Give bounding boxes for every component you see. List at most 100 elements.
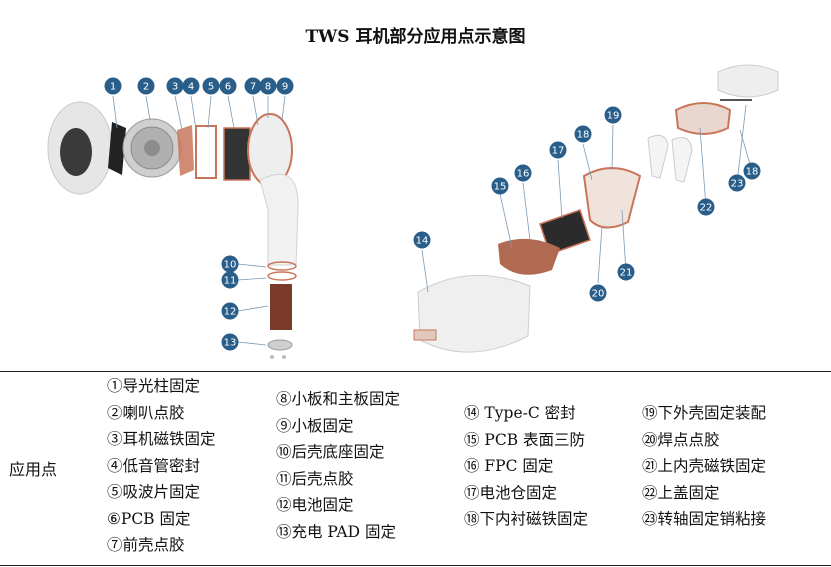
right-callouts: 14 15 16 17 18 19 18 20 21 22 23: [413, 106, 761, 302]
callout-badge: [104, 77, 122, 95]
earbud-exploded-view: [47, 101, 299, 359]
callout-number: 5: [208, 82, 214, 93]
case-pcb: [498, 238, 560, 275]
callout-badge: [276, 77, 294, 95]
callout-number: 20: [592, 289, 605, 300]
callout-number: 23: [731, 179, 744, 190]
application-point: ②喇叭点胶: [107, 403, 185, 422]
callout-number: 14: [416, 236, 429, 247]
application-point: ⑮ PCB 表面三防: [464, 430, 586, 449]
charging-pad: [267, 339, 293, 351]
callout-number: 18: [746, 167, 759, 178]
callout-number: 7: [250, 82, 256, 93]
callout-badge: [743, 162, 761, 180]
callout-badge: [221, 255, 239, 273]
absorber-part: [195, 125, 217, 179]
magnet-part: [177, 125, 194, 176]
application-point: ①导光柱固定: [107, 377, 201, 395]
callout-badge: [617, 263, 635, 281]
callout-badge: [166, 77, 184, 95]
application-point: ㉑上内壳磁铁固定: [642, 457, 767, 475]
callout-badge: [697, 198, 715, 216]
callout-badge: [244, 77, 262, 95]
application-point: ㉒上盖固定: [642, 483, 720, 502]
figure-title: TWS 耳机部分应用点示意图: [305, 27, 526, 47]
callout-number: 2: [143, 82, 149, 93]
application-point: ⑰电池仓固定: [464, 483, 558, 502]
callout-number: 19: [607, 111, 620, 122]
application-point: ⑯ FPC 固定: [464, 457, 554, 475]
callout-number: 9: [282, 82, 288, 93]
application-point: ⑫电池固定: [276, 496, 354, 514]
callout-number: 15: [494, 182, 507, 193]
application-point: ⑳焊点点胶: [642, 430, 720, 449]
callout-number: 12: [224, 307, 237, 318]
callout-badge: [259, 77, 277, 95]
callout-badge: [491, 177, 509, 195]
callout-badge: [202, 77, 220, 95]
case-exploded-view: [413, 64, 779, 353]
callout-number: 16: [517, 169, 530, 180]
callout-badge: [221, 271, 239, 289]
application-point: ⑩后壳底座固定: [276, 443, 385, 461]
callout-number: 3: [172, 82, 178, 93]
application-point: ⑨小板固定: [276, 416, 354, 435]
callout-badge: [221, 333, 239, 351]
speaker-mesh: [60, 128, 92, 176]
callout-badge: [728, 174, 746, 192]
lower-inner-liner: [582, 167, 642, 229]
callout-badge: [514, 164, 532, 182]
callout-badge: [413, 231, 431, 249]
application-column-2: ⑧小板和主板固定 ⑨小板固定 ⑩后壳底座固定 ⑪后壳点胶 ⑫电池固定 ⑬充电 P…: [276, 386, 400, 545]
application-point: ⑤吸波片固定: [107, 483, 201, 501]
callout-number: 17: [552, 146, 565, 157]
callout-number: 1: [110, 82, 116, 93]
application-column-4: ⑲下外壳固定装配 ⑳焊点点胶 ㉑上内壳磁铁固定 ㉒上盖固定 ㉓转轴固定销粘接: [642, 400, 766, 533]
callout-badge: [589, 284, 607, 302]
type-c-port: [413, 329, 437, 341]
application-point: ⑦前壳点胶: [107, 536, 185, 554]
callout-number: 11: [224, 276, 237, 287]
earbud-stem: [259, 173, 299, 266]
case-lid: [717, 64, 779, 98]
callout-badge: [219, 77, 237, 95]
application-point: ⑱下内衬磁铁固定: [464, 510, 589, 528]
application-point: ㉓转轴固定销粘接: [642, 510, 767, 528]
battery-part: [270, 284, 292, 330]
application-point: ⑬充电 PAD 固定: [276, 522, 396, 541]
callout-number: 13: [224, 338, 237, 349]
table-top-rule: [0, 371, 831, 372]
case-lower-shell: [417, 274, 531, 353]
table-bottom-rule: [0, 565, 831, 566]
application-point: ⑥PCB 固定: [107, 509, 191, 528]
callout-number: 4: [188, 82, 194, 93]
application-column-1: ①导光柱固定 ②喇叭点胶 ③耳机磁铁固定 ④低音管密封 ⑤吸波片固定 ⑥PCB …: [107, 373, 216, 559]
application-point: ⑲下外壳固定装配: [642, 404, 767, 422]
callout-badge: [137, 77, 155, 95]
application-point: ⑪后壳点胶: [276, 469, 354, 488]
earbud-right: [647, 134, 669, 179]
upper-inner-shell: [674, 102, 732, 135]
callout-number: 22: [700, 203, 713, 214]
pcb-part: [223, 127, 251, 181]
callout-number: 8: [265, 82, 271, 93]
callout-number: 21: [620, 268, 633, 279]
application-point: ⑭ Type-C 密封: [464, 404, 576, 422]
light-guide-part: [108, 122, 126, 175]
earbud-left: [671, 137, 693, 183]
callout-number: 10: [224, 260, 237, 271]
callout-number: 6: [225, 82, 231, 93]
application-column-3: ⑭ Type-C 密封 ⑮ PCB 表面三防 ⑯ FPC 固定 ⑰电池仓固定 ⑱…: [464, 400, 588, 533]
callout-number: 18: [577, 130, 590, 141]
callout-badge: [549, 141, 567, 159]
callout-badge: [574, 125, 592, 143]
application-point: ③耳机磁铁固定: [107, 430, 216, 448]
application-point: ④低音管密封: [107, 456, 201, 475]
row-label: 应用点: [9, 460, 58, 479]
application-point: ⑧小板和主板固定: [276, 390, 401, 408]
callout-badge: [221, 302, 239, 320]
callout-badge: [182, 77, 200, 95]
callout-badge: [604, 106, 622, 124]
